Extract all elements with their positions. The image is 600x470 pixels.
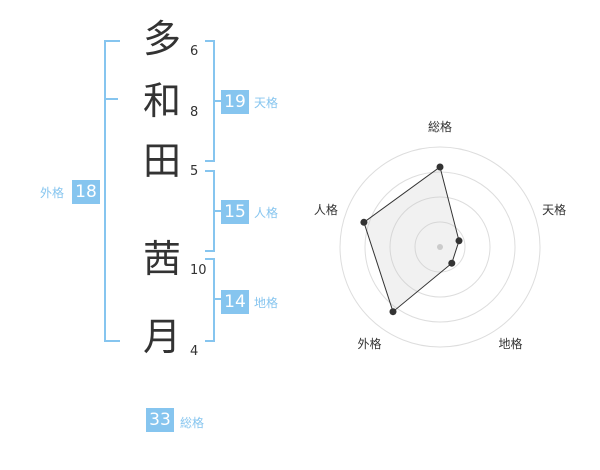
radar-ring-2: [389, 196, 491, 298]
radar-ring-3: [364, 171, 516, 323]
radar-point-3: [448, 259, 456, 267]
radar-axis-label: 総格: [428, 119, 452, 134]
radar-center-dot: [437, 244, 443, 250]
radar-point-1: [436, 163, 444, 171]
radar-ring-4: [339, 146, 541, 348]
tenkaku-connector: [213, 100, 221, 102]
radar-value-polygon: [363, 166, 460, 313]
jinkaku-connector: [213, 210, 221, 212]
soukaku-value-badge: 33: [146, 408, 174, 432]
soukaku-label: 総格: [180, 416, 205, 430]
stroke-count-2: 8: [190, 105, 199, 120]
gaikaku-tick: [104, 98, 118, 100]
radar-axis-label: 地格: [498, 336, 522, 351]
name-char-2: 和: [142, 79, 181, 123]
gaikaku-label: 外格: [40, 186, 65, 200]
name-char-3: 田: [142, 139, 181, 183]
name-char-4: 茜: [142, 237, 181, 281]
radar-ring-1: [414, 221, 466, 273]
stroke-count-5: 4: [190, 344, 199, 359]
stroke-count-4: 10: [190, 263, 207, 278]
jinkaku-value-badge: 15: [221, 200, 249, 224]
radar-axis-label: 外格: [357, 336, 381, 351]
stroke-count-1: 6: [190, 44, 199, 59]
chikaku-label: 地格: [254, 296, 279, 310]
name-char-1: 多: [142, 17, 181, 61]
radar-axis-label: 天格: [542, 202, 566, 217]
chikaku-value-badge: 14: [221, 290, 249, 314]
tenkaku-label: 天格: [254, 96, 279, 110]
stroke-count-3: 5: [190, 164, 199, 179]
radar-point-4: [389, 308, 397, 316]
chikaku-bracket: [205, 258, 215, 342]
tenkaku-value-badge: 19: [221, 90, 249, 114]
gaikaku-bracket: [104, 40, 120, 342]
radar-point-5: [360, 218, 368, 226]
jinkaku-label: 人格: [254, 206, 279, 220]
radar-axis-label: 人格: [314, 202, 338, 217]
name-char-5: 月: [142, 315, 181, 359]
radar-point-2: [455, 237, 463, 245]
chikaku-connector: [213, 298, 221, 300]
gaikaku-value-badge: 18: [72, 180, 100, 204]
